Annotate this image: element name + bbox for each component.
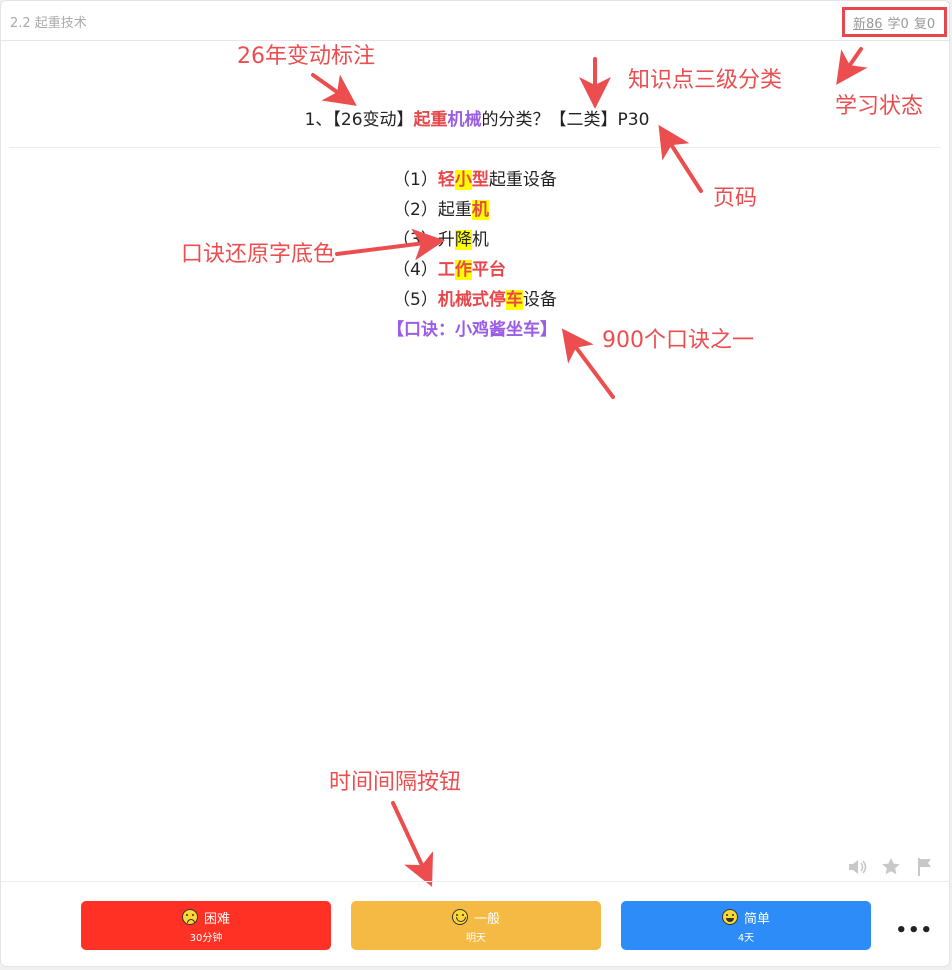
easy-label: 简单 xyxy=(743,911,770,927)
normal-button[interactable]: 一般 明天 xyxy=(351,901,601,950)
answer-key-text: 工 xyxy=(437,260,455,280)
hard-button[interactable]: 困难 30分钟 xyxy=(81,901,331,950)
easy-button[interactable]: 简单 4天 xyxy=(621,901,871,950)
answer-text: 设备 xyxy=(522,290,557,310)
arrow-interval-buttons xyxy=(391,801,434,887)
annotation-status: 学习状态 xyxy=(835,94,924,119)
answer-text: 起重设备 xyxy=(488,170,557,190)
question-text: 1、【26变动】起重机械的分类？【二类】P30 xyxy=(1,105,949,130)
question-term-b: 机械 xyxy=(447,110,482,130)
sad-face-icon xyxy=(181,909,198,925)
answer-item-1: （1）轻小型起重设备 xyxy=(393,165,557,195)
answer-mnemonic-char: 车 xyxy=(505,290,523,310)
arrow-status xyxy=(836,47,868,85)
answer-text: 升 xyxy=(437,230,455,250)
answer-item-3: （3）升降机 xyxy=(393,225,557,255)
answer-key-text: 平台 xyxy=(471,260,506,280)
answer-key-text: 轻 xyxy=(437,170,455,190)
annotation-change-mark: 26年变动标注 xyxy=(237,44,375,69)
flag-icon[interactable] xyxy=(915,857,935,877)
answer-mnemonic-char: 降 xyxy=(454,230,472,250)
status-review-count: 复0 xyxy=(913,16,936,32)
answer-mnemonic-char: 作 xyxy=(454,260,472,280)
top-bar: 2.2 起重技术 新86 学0 复0 xyxy=(1,1,949,41)
hard-interval: 30分钟 xyxy=(189,932,223,944)
answer-key-text: 机械式停 xyxy=(437,290,506,310)
hard-label: 困难 xyxy=(203,911,230,927)
annotation-mnemonic-count: 900个口诀之一 xyxy=(602,328,754,353)
status-learn-count: 学0 xyxy=(887,16,909,32)
divider xyxy=(9,147,941,148)
normal-label: 一般 xyxy=(473,911,500,927)
neutral-face-icon xyxy=(451,909,468,925)
status-new-count[interactable]: 新86 xyxy=(853,16,883,32)
answer-number: （2） xyxy=(393,200,438,220)
answer-number: （3） xyxy=(393,230,438,250)
answer-key-text: 型 xyxy=(471,170,489,190)
answer-footer: 困难 30分钟 一般 明天 简单 4天 ••• xyxy=(1,881,949,966)
annotation-page: 页码 xyxy=(713,186,758,211)
annotation-category: 知识点三级分类 xyxy=(628,68,783,93)
question-term-a: 起重 xyxy=(413,110,448,130)
question-suffix: 的分类？【二类】P30 xyxy=(481,110,650,130)
normal-interval: 明天 xyxy=(466,932,486,944)
answer-number: （1） xyxy=(393,170,438,190)
answer-number: （5） xyxy=(393,290,438,310)
easy-interval: 4天 xyxy=(737,932,755,944)
answer-item-2: （2）起重机 xyxy=(393,195,557,225)
study-status: 新86 学0 复0 xyxy=(842,7,947,37)
answer-mnemonic-char: 小 xyxy=(454,170,472,190)
question-prefix: 1、【26变动】 xyxy=(304,110,414,130)
mnemonic-text: 【口诀：小鸡酱坐车】 xyxy=(387,320,557,340)
answer-number: （4） xyxy=(393,260,438,280)
card-tools xyxy=(847,857,935,877)
answer-text: 起重 xyxy=(437,200,472,220)
speaker-icon[interactable] xyxy=(847,857,867,877)
happy-face-icon xyxy=(721,909,738,925)
arrow-change-mark xyxy=(311,73,357,106)
more-options-icon[interactable]: ••• xyxy=(895,920,933,941)
arrow-page xyxy=(658,124,703,193)
answer-item-4: （4）工作平台 xyxy=(393,255,557,285)
answer-text: 机 xyxy=(471,230,489,250)
annotation-mnemonic-color: 口诀还原字底色 xyxy=(181,242,336,267)
star-icon[interactable] xyxy=(881,857,901,877)
breadcrumb[interactable]: 2.2 起重技术 xyxy=(10,16,87,31)
annotation-interval-buttons: 时间间隔按钮 xyxy=(329,770,462,795)
answer-mnemonic-char: 机 xyxy=(471,200,489,220)
answer-item-5: （5）机械式停车设备 xyxy=(393,285,557,315)
answer-list: （1）轻小型起重设备 （2）起重机 （3）升降机 （4）工作平台 （5）机械式停… xyxy=(387,165,557,345)
